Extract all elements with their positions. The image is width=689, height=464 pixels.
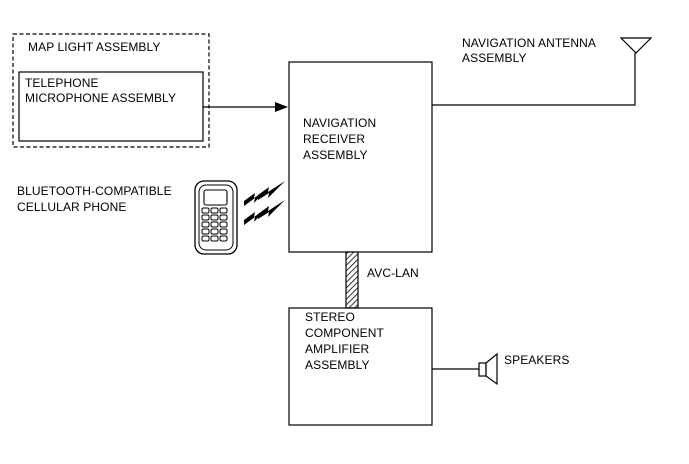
cellular-phone-label-line2: CELLULAR PHONE (17, 200, 127, 214)
mic-to-receiver-arrowhead (275, 102, 288, 112)
map-light-assembly-label: MAP LIGHT ASSEMBLY (28, 40, 161, 54)
navigation-receiver-label-line3: ASSEMBLY (303, 148, 368, 162)
telephone-microphone-label-line2: MICROPHONE ASSEMBLY (25, 91, 177, 105)
map-light-assembly-box (12, 33, 210, 148)
speaker-icon (478, 352, 498, 386)
avc-lan-bus (345, 251, 359, 309)
navigation-receiver-box (288, 61, 433, 253)
antenna-connection-line (432, 53, 636, 106)
navigation-antenna-label-line1: NAVIGATION ANTENNA (462, 36, 597, 50)
navigation-receiver-label-line2: RECEIVER (303, 132, 366, 146)
amplifier-label-line4: ASSEMBLY (305, 358, 370, 372)
wireless-signal-icon (244, 181, 285, 225)
avc-lan-label: AVC-LAN (367, 266, 419, 280)
amplifier-label-line1: STEREO (305, 310, 355, 324)
navigation-antenna-label-line2: ASSEMBLY (462, 51, 527, 65)
amplifier-label-line3: AMPLIFIER (305, 342, 370, 356)
antenna-icon (619, 37, 653, 54)
cellular-phone-icon (194, 180, 238, 255)
cellular-phone-label-line1: BLUETOOTH-COMPATIBLE (17, 184, 172, 198)
amplifier-label-line2: COMPONENT (305, 326, 384, 340)
amplifier-box (288, 307, 433, 426)
speakers-label: SPEAKERS (504, 353, 570, 367)
telephone-microphone-label-line1: TELEPHONE (25, 76, 99, 90)
navigation-receiver-label-line1: NAVIGATION (303, 116, 377, 130)
